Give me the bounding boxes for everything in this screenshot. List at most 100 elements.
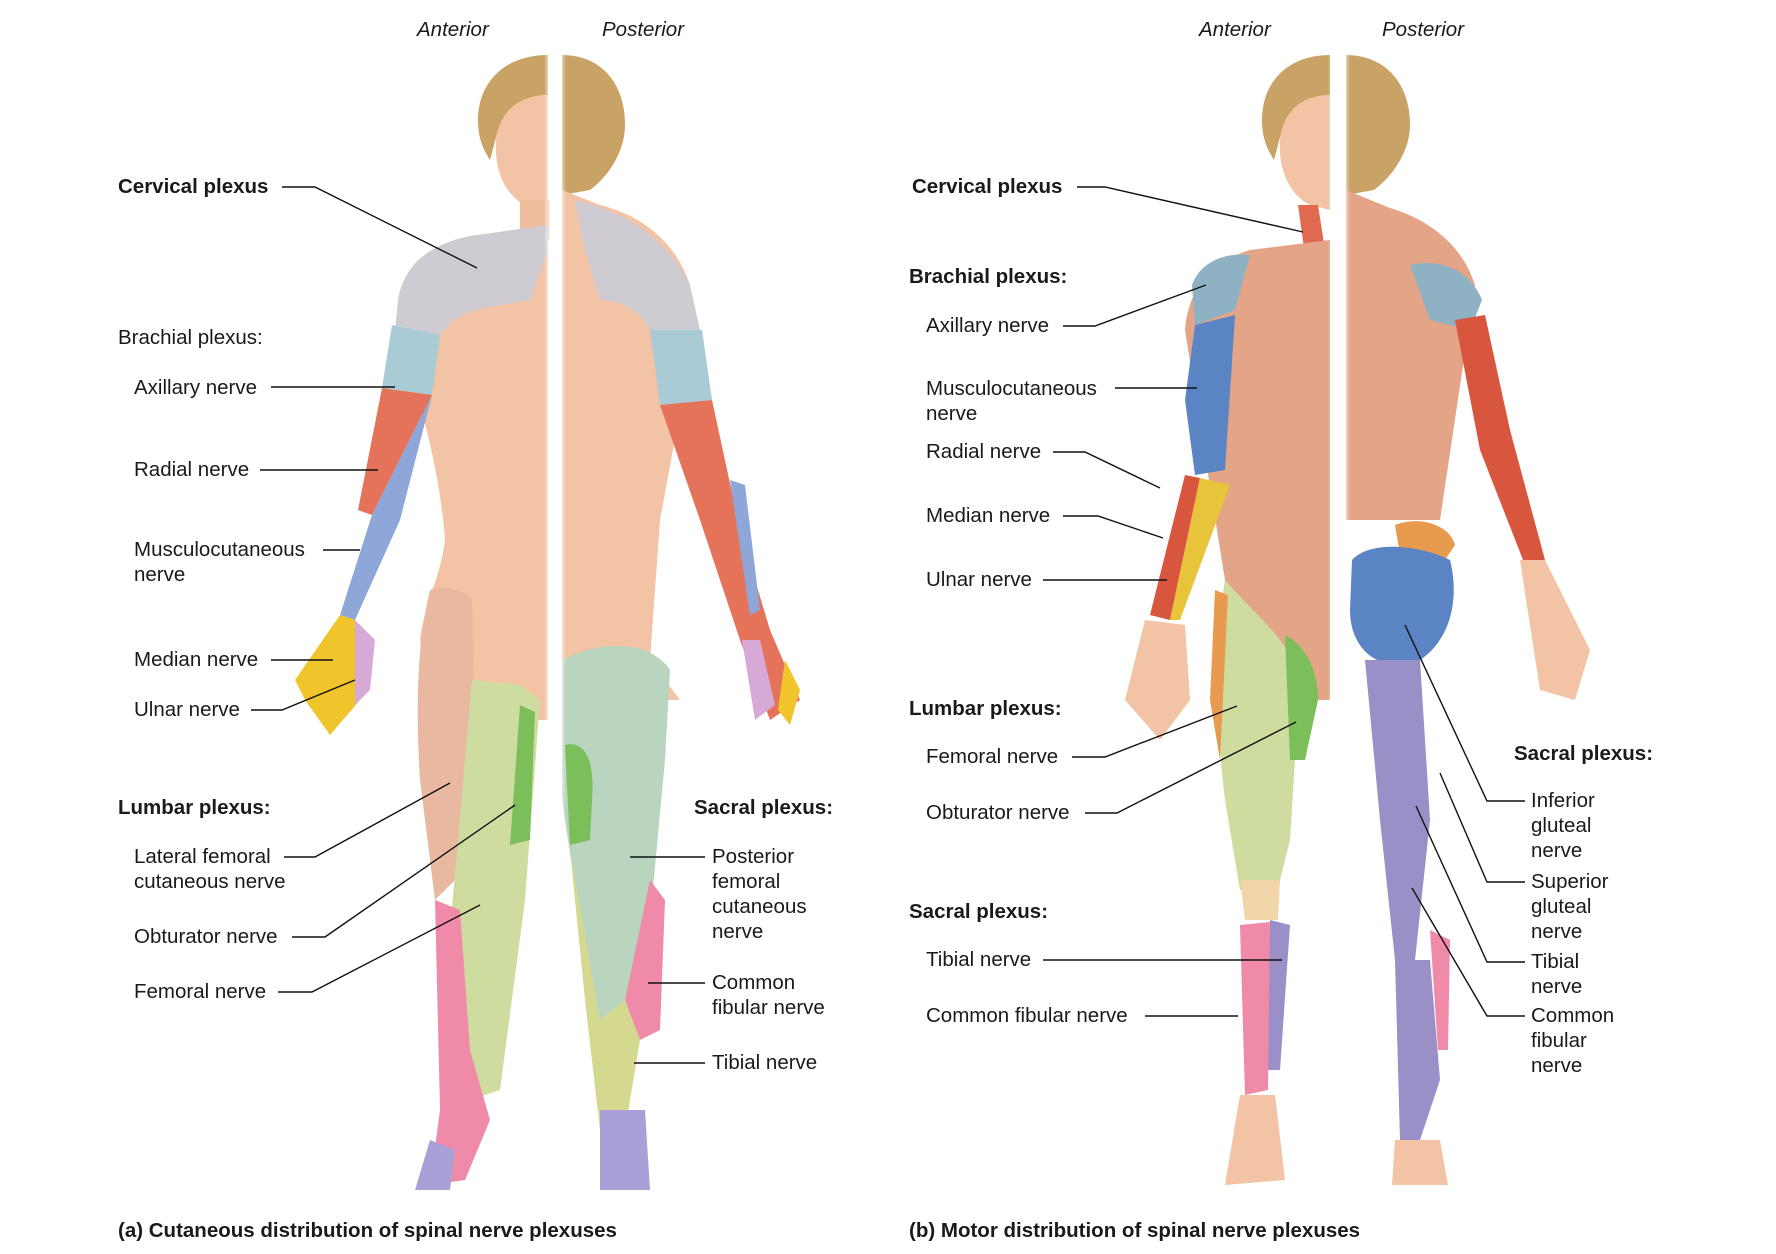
back-hand-median bbox=[778, 660, 800, 725]
leader-femoral-nerve bbox=[1072, 705, 1238, 758]
leader-axillary-nerve bbox=[1063, 284, 1207, 327]
gluteal-inferior bbox=[1350, 546, 1454, 665]
leader-median-nerve bbox=[1063, 515, 1164, 539]
face bbox=[495, 95, 548, 210]
leg-tibial bbox=[1265, 920, 1290, 1070]
back-common-fibular bbox=[625, 880, 665, 1040]
leader-common-fibular-right bbox=[1411, 887, 1525, 1017]
label-axillary-nerve: Axillary nerve bbox=[134, 376, 258, 399]
back-arm-radial bbox=[1455, 315, 1545, 565]
panel-b-leader-lines bbox=[1043, 186, 1525, 1017]
label-obturator-nerve: Obturator nerve bbox=[134, 925, 278, 948]
panel-b-illustration bbox=[1125, 45, 1590, 1205]
leader-obturator-nerve bbox=[292, 804, 516, 938]
label-lumbar-plexus: Lumbar plexus: bbox=[909, 697, 1062, 720]
panel-a-illustration bbox=[295, 45, 800, 1205]
face bbox=[1279, 95, 1330, 210]
arm-radial bbox=[358, 388, 432, 515]
leader-lateral-femoral bbox=[284, 782, 451, 858]
leader-inferior-gluteal bbox=[1404, 624, 1525, 802]
knee bbox=[1240, 880, 1280, 920]
panel-a-view-anterior: Anterior bbox=[417, 18, 489, 41]
label-common-fibular-nerve-right: Common fibular nerve bbox=[1531, 1004, 1615, 1077]
back-arm-axillary bbox=[650, 330, 712, 405]
thigh-femoral bbox=[1217, 580, 1300, 900]
label-sacral-plexus-left: Sacral plexus: bbox=[909, 900, 1049, 923]
leader-cervical-plexus bbox=[1077, 186, 1304, 233]
label-radial-nerve: Radial nerve bbox=[134, 458, 250, 481]
hand-median bbox=[295, 615, 360, 735]
back-cervical bbox=[575, 200, 700, 330]
back-leg-fibular bbox=[1430, 930, 1450, 1050]
label-common-fibular-nerve-left: Common fibular nerve bbox=[926, 1004, 1128, 1027]
hand-ulnar bbox=[355, 620, 375, 705]
panel-b-anterior-body bbox=[1125, 55, 1330, 1185]
label-median-nerve: Median nerve bbox=[134, 648, 259, 671]
panel-a-caption: (a) Cutaneous distribution of spinal ner… bbox=[118, 1219, 617, 1242]
label-sacral-plexus: Sacral plexus: bbox=[694, 796, 834, 819]
label-lumbar-plexus: Lumbar plexus: bbox=[118, 796, 271, 819]
foot-sacral bbox=[415, 1140, 455, 1190]
leader-cervical-plexus bbox=[282, 186, 478, 269]
leader-radial-nerve bbox=[1053, 451, 1161, 489]
panel-b-view-posterior: Posterior bbox=[1382, 18, 1465, 41]
thigh-orange bbox=[1210, 590, 1228, 760]
leg-common-fibular bbox=[430, 900, 490, 1185]
back-arm-musculocutaneous bbox=[730, 480, 760, 615]
label-radial-nerve: Radial nerve bbox=[926, 440, 1042, 463]
back-hand bbox=[1520, 560, 1590, 700]
arm-radial bbox=[1150, 475, 1200, 620]
label-sacral-plexus-right: Sacral plexus: bbox=[1514, 742, 1654, 765]
back-thigh-tibial bbox=[1365, 660, 1430, 960]
label-brachial-plexus: Brachial plexus: bbox=[118, 326, 263, 349]
label-lateral-femoral-cutaneous-nerve: Lateral femoral cutaneous nerve bbox=[134, 845, 286, 893]
panel-a-anterior-body bbox=[295, 55, 550, 1190]
cervical-region bbox=[395, 225, 548, 335]
leader-ulnar-nerve bbox=[251, 679, 356, 711]
panel-b-split bbox=[1328, 45, 1350, 1205]
label-median-nerve: Median nerve bbox=[926, 504, 1051, 527]
back-foot-sacral bbox=[600, 1110, 650, 1190]
label-cervical-plexus: Cervical plexus bbox=[912, 175, 1063, 198]
hair-back bbox=[1346, 55, 1410, 195]
back-muscle bbox=[1346, 190, 1475, 520]
back-foot bbox=[1392, 1140, 1448, 1185]
foot bbox=[1225, 1095, 1285, 1185]
label-tibial-nerve-left: Tibial nerve bbox=[926, 948, 1032, 971]
back-leg-tibial bbox=[1395, 960, 1440, 1140]
label-common-fibular-nerve: Common fibular nerve bbox=[712, 971, 825, 1019]
label-tibial-nerve-right: Tibial nerve bbox=[1531, 950, 1583, 998]
leader-tibial-nerve-right bbox=[1415, 805, 1525, 963]
panel-b-view-anterior: Anterior bbox=[1199, 18, 1271, 41]
label-musculocutaneous-nerve: Musculocutaneous nerve bbox=[134, 538, 305, 586]
back-hand-ulnar bbox=[742, 640, 775, 720]
panel-a-leader-lines bbox=[251, 186, 705, 1064]
leader-superior-gluteal bbox=[1439, 772, 1525, 883]
panel-b-caption: (b) Motor distribution of spinal nerve p… bbox=[909, 1219, 1361, 1242]
label-axillary-nerve: Axillary nerve bbox=[926, 314, 1050, 337]
back-shoulder-axillary bbox=[1410, 263, 1482, 330]
leg-common-fibular bbox=[1240, 922, 1270, 1095]
label-femoral-nerve: Femoral nerve bbox=[926, 745, 1059, 768]
thigh-obturator bbox=[1285, 635, 1318, 760]
label-obturator-nerve: Obturator nerve bbox=[926, 801, 1070, 824]
back-obturator bbox=[565, 744, 593, 845]
leader-obturator-nerve bbox=[1085, 721, 1297, 814]
label-brachial-plexus: Brachial plexus: bbox=[909, 265, 1068, 288]
panel-a-view-posterior: Posterior bbox=[602, 18, 685, 41]
label-tibial-nerve: Tibial nerve bbox=[712, 1051, 818, 1074]
arm-musculocutaneous bbox=[340, 395, 432, 620]
arm-median bbox=[1170, 478, 1230, 620]
label-musculocutaneous-nerve: Musculocutaneous nerve bbox=[926, 377, 1097, 425]
back-tibial bbox=[570, 850, 640, 1130]
arm-axillary bbox=[382, 325, 440, 395]
arm-musculocutaneous bbox=[1185, 315, 1235, 475]
label-posterior-femoral-cutaneous-nerve: Posterior femoral cutaneous nerve bbox=[712, 845, 807, 943]
leader-femoral-nerve bbox=[278, 904, 481, 993]
hand bbox=[1125, 620, 1190, 740]
leg-obturator bbox=[510, 705, 535, 845]
label-cervical-plexus: Cervical plexus bbox=[118, 175, 269, 198]
hair-back bbox=[562, 55, 625, 195]
label-ulnar-nerve: Ulnar nerve bbox=[926, 568, 1032, 591]
